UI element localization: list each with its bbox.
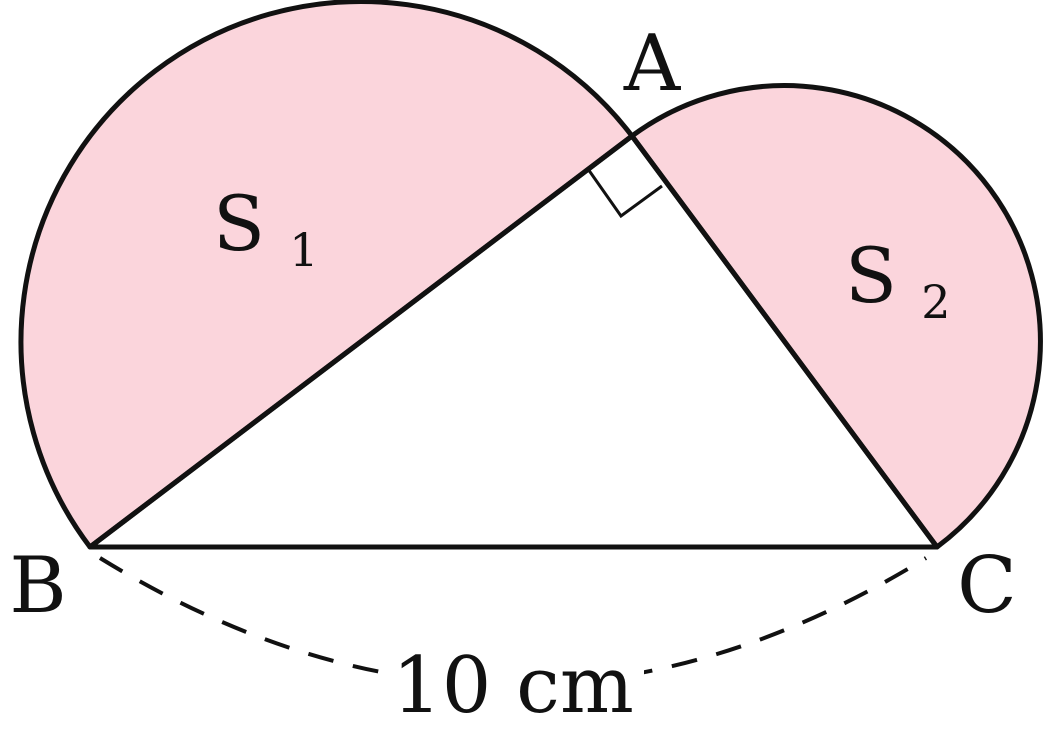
region-label-s2-letter: S bbox=[845, 231, 897, 320]
base-length-label: 10 cm bbox=[392, 641, 634, 731]
right-angle-marker bbox=[586, 168, 663, 219]
region-label-s1-letter: S bbox=[213, 179, 265, 268]
triangle-abc bbox=[87, 133, 940, 550]
semicircle-ab bbox=[18, 0, 635, 550]
vertex-label-b: B bbox=[9, 541, 66, 631]
dimension-label-background bbox=[382, 640, 644, 720]
vertex-label-a: A bbox=[623, 19, 682, 109]
region-label-s1-subscript: 1 bbox=[289, 223, 318, 277]
semicircle-ac bbox=[629, 83, 1043, 550]
region-label-s2: S 2 bbox=[845, 231, 951, 329]
region-label-s2-subscript: 2 bbox=[921, 275, 950, 329]
region-label-s1: S 1 bbox=[213, 179, 319, 277]
vertex-label-c: C bbox=[957, 541, 1017, 631]
